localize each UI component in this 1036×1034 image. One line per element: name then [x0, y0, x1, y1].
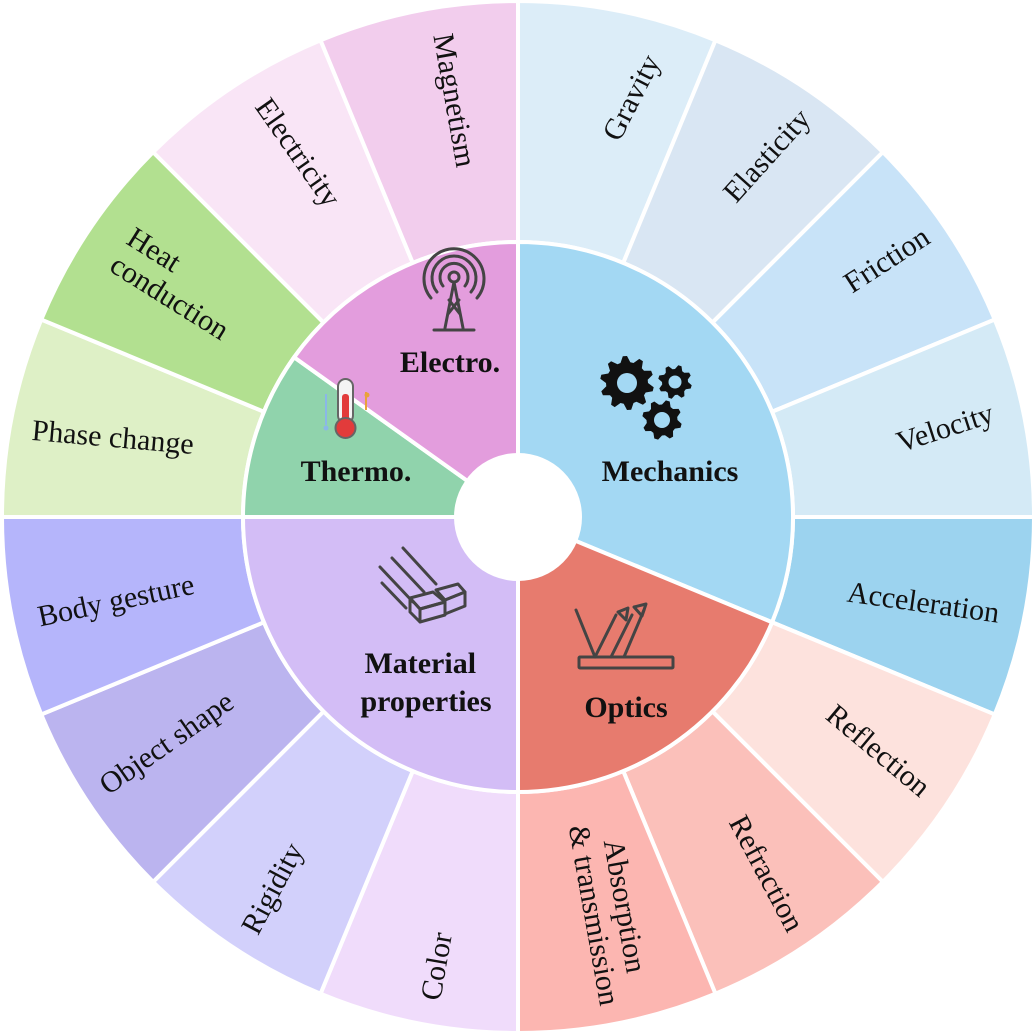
thermometer-icon — [323, 378, 370, 439]
radio-tower-icon — [422, 247, 486, 332]
material-bars-icon — [378, 546, 467, 624]
label-material-properties: Material properties — [360, 647, 491, 718]
segment-thermo — [240, 354, 525, 519]
label-thermo: Thermo. — [301, 455, 412, 488]
segment-optics — [516, 514, 775, 795]
center-hole — [454, 453, 582, 581]
inner-labels: Mechanics Optics Material properties The… — [301, 346, 739, 724]
label-electro: Electro. — [400, 346, 500, 379]
label-material-line-2: properties — [360, 685, 491, 718]
gear-hole — [668, 375, 682, 389]
segment-electro — [291, 239, 520, 521]
light-reflection-icon — [574, 602, 675, 670]
label-optics: Optics — [584, 691, 667, 724]
gear-hole — [654, 412, 670, 428]
gears-icon — [600, 356, 692, 440]
label-mechanics: Mechanics — [602, 455, 739, 488]
gear-hole — [617, 373, 637, 393]
label-material-line-1: Material — [364, 647, 476, 680]
